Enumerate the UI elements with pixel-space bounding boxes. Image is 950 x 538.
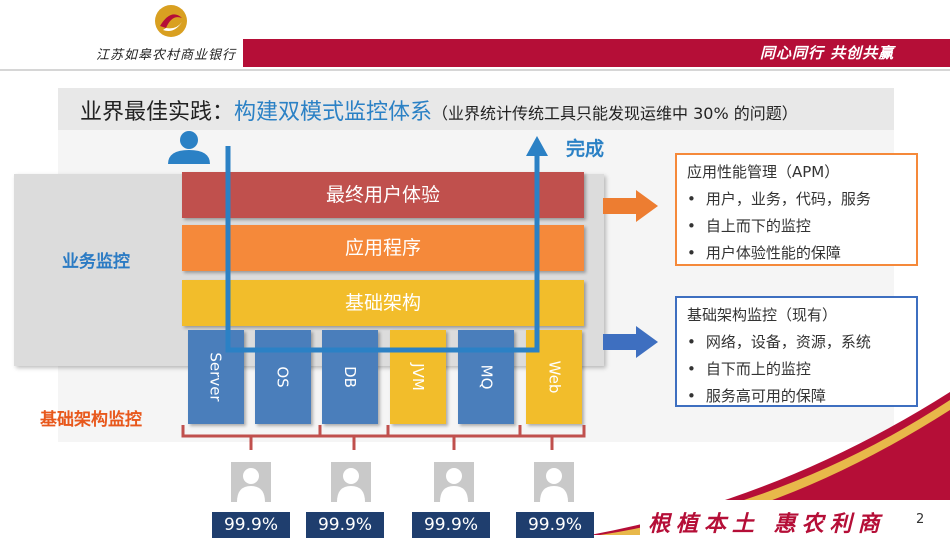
user-flow-path xyxy=(225,146,540,353)
title-sub-text: （业界统计传统工具只能发现运维中 30% 的问题） xyxy=(432,104,798,123)
component-mq: MQ xyxy=(458,330,514,424)
footer-swoosh xyxy=(590,392,950,535)
availability-badge: 99.9% xyxy=(212,512,290,538)
title-accent-text: 构建双模式监控体系 xyxy=(234,100,433,125)
infra-box-item: 网络，设备，资源，系统 xyxy=(687,331,908,352)
person-avatar-icon xyxy=(534,462,574,502)
component-jvm: JVM xyxy=(390,330,446,424)
component-os: OS xyxy=(255,330,311,424)
infra-box-title: 基础架构监控（现有） xyxy=(687,306,838,324)
apm-box-item: 自上而下的监控 xyxy=(687,215,908,236)
apm-box-title: 应用性能管理（APM） xyxy=(687,163,840,181)
done-arrow-head xyxy=(526,136,548,156)
infra-monitoring-label: 基础架构监控 xyxy=(40,410,142,430)
availability-badge: 99.9% xyxy=(306,512,384,538)
component-db: DB xyxy=(322,330,378,424)
layer-application: 应用程序 xyxy=(182,225,584,271)
page-title: 业界最佳实践：构建双模式监控体系（业界统计传统工具只能发现运维中 30% 的问题… xyxy=(80,94,798,126)
availability-badge: 99.9% xyxy=(516,512,594,538)
person-avatar-icon xyxy=(331,462,371,502)
apm-box-item: 用户体验性能的保障 xyxy=(687,242,908,263)
page-number: 2 xyxy=(916,512,925,527)
layer-infrastructure: 基础架构 xyxy=(182,280,584,326)
component-server: Server xyxy=(188,330,244,424)
infra-arrow-icon xyxy=(603,326,658,358)
availability-brackets xyxy=(181,425,586,450)
title-box xyxy=(58,88,894,130)
layer-end-user-experience: 最终用户体验 xyxy=(182,172,584,218)
user-icon xyxy=(168,131,210,164)
done-label: 完成 xyxy=(566,138,605,160)
apm-box-item: 用户，业务，代码，服务 xyxy=(687,188,908,209)
infra-box-item: 服务高可用的保障 xyxy=(687,385,908,406)
infra-box-item: 自下而上的监控 xyxy=(687,358,908,379)
apm-arrow-icon xyxy=(603,190,658,222)
infra-box: 基础架构监控（现有） 网络，设备，资源，系统 自下而上的监控 服务高可用的保障 xyxy=(675,296,918,407)
apm-box: 应用性能管理（APM） 用户，业务，代码，服务 自上而下的监控 用户体验性能的保… xyxy=(675,153,918,266)
footer-slogan: 根植本土 惠农利商 xyxy=(648,511,886,537)
business-monitoring-label: 业务监控 xyxy=(62,252,130,272)
header-logo-area xyxy=(0,33,243,69)
person-avatar-icon xyxy=(434,462,474,502)
availability-badge: 99.9% xyxy=(412,512,490,538)
header-slogan: 同心同行 共创共赢 xyxy=(760,44,895,62)
bank-logo-icon xyxy=(154,4,188,38)
header-divider xyxy=(0,69,950,71)
title-main-text: 业界最佳实践： xyxy=(80,100,235,125)
footer-slogan-bg xyxy=(640,500,950,535)
person-avatar-icon xyxy=(231,462,271,502)
bank-name: 江苏如皋农村商业银行 xyxy=(96,48,237,63)
